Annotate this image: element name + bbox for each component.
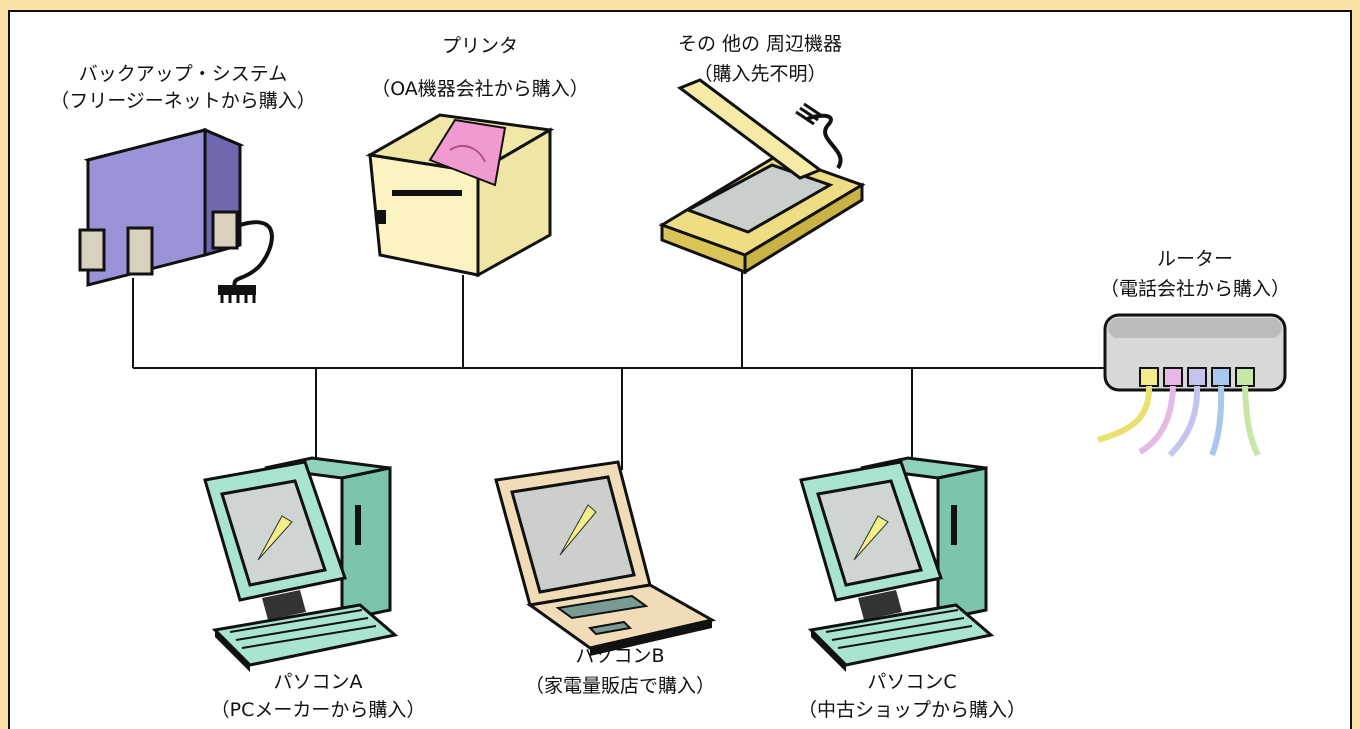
scanner-icon	[658, 78, 866, 275]
peripheral-source-label: （購入先不明）	[693, 63, 826, 85]
external-drive-icon	[78, 127, 274, 303]
printer-name-label: プリンタ	[442, 35, 518, 57]
desktop-computer-icon	[799, 456, 993, 674]
network-lines	[132, 270, 1110, 470]
laptop-icon	[494, 460, 717, 656]
pc-a-source-label: （PCメーカーから購入）	[211, 699, 426, 721]
pc-c-source-label: （中古ショップから購入）	[798, 699, 1026, 721]
desktop-computer-icon	[203, 456, 397, 674]
router-source-label: （電話会社から購入）	[1100, 278, 1290, 300]
pc-a-name-label: パソコンA	[274, 671, 363, 693]
printer-icon	[365, 113, 555, 278]
backup-name-label: バックアップ・システム	[79, 63, 287, 85]
peripheral-name-label: その 他の 周辺機器	[678, 33, 842, 55]
pc-c-name-label: パソコンC	[867, 671, 956, 693]
pc-b-name-label: パソコンB	[575, 645, 664, 667]
router-name-label: ルーター	[1157, 248, 1233, 270]
printer-source-label: （OA機器会社から購入）	[371, 78, 589, 100]
backup-source-label: （フリージーネットから購入）	[50, 90, 316, 112]
pc-b-source-label: （家電量販店で購入）	[525, 675, 715, 697]
router-icon	[1097, 313, 1287, 458]
